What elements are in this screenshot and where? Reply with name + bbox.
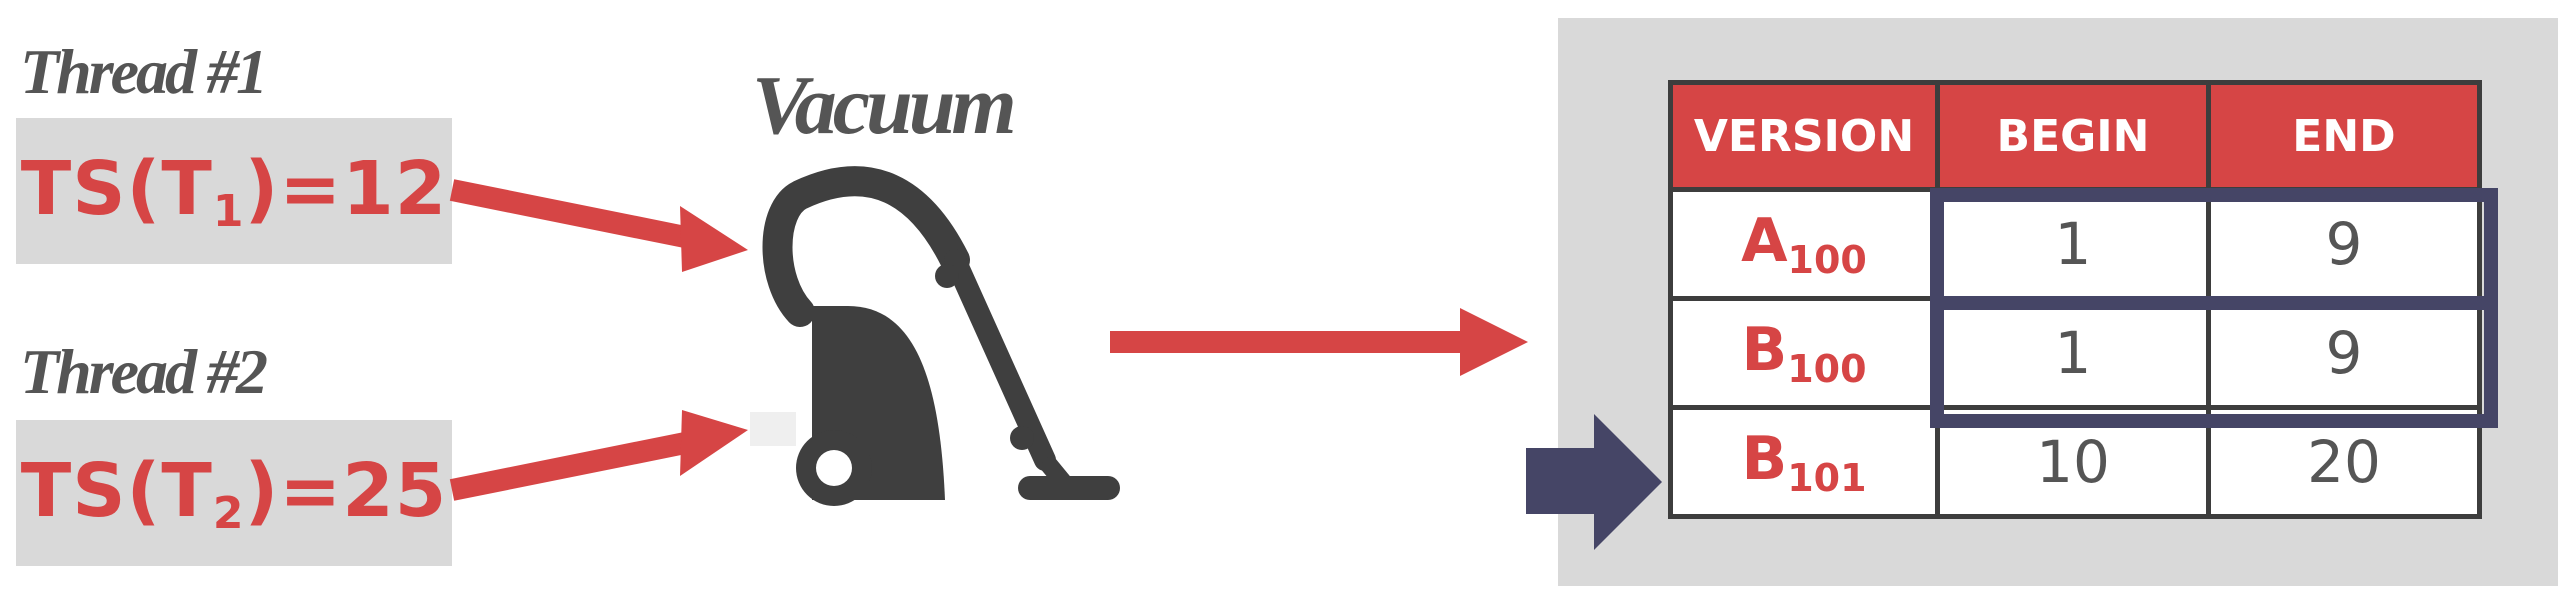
thread-2-label: Thread #2 [20, 336, 268, 407]
header-version: VERSION [1668, 80, 1940, 192]
header-begin: BEGIN [1935, 80, 2211, 192]
thread-2-timestamp-box: TS(T2)=25 [16, 420, 452, 566]
version-cell: A100 [1668, 187, 1940, 301]
thread-1-arrow [449, 179, 748, 272]
vacuum-title: Vacuum [752, 59, 1017, 152]
thread-1-label: Thread #1 [20, 36, 268, 107]
version-table: VERSION BEGIN END A100 1 9 B100 1 9 B101… [1668, 80, 2482, 519]
vacuum-to-table-arrow [1110, 308, 1528, 376]
thread-1-timestamp-box: TS(T1)=12 [16, 118, 452, 264]
thread-1-timestamp: TS(T1)=12 [20, 145, 448, 237]
current-version-pointer-icon [1526, 414, 1662, 550]
thread-2-timestamp: TS(T2)=25 [20, 447, 448, 539]
vacuum-cleaner-icon [750, 166, 1120, 506]
version-cell: B100 [1668, 296, 1940, 410]
end-cell: 9 [2206, 187, 2482, 301]
table-row: A100 1 9 [1668, 187, 2482, 301]
reclaimable-version-highlight-a100 [1930, 188, 2498, 310]
reclaimable-version-highlight-b100 [1930, 296, 2498, 428]
table-header-row: VERSION BEGIN END [1668, 80, 2482, 192]
version-cell: B101 [1668, 405, 1940, 519]
header-end: END [2206, 80, 2482, 192]
thread-2-arrow [449, 410, 748, 501]
end-cell: 9 [2206, 296, 2482, 410]
